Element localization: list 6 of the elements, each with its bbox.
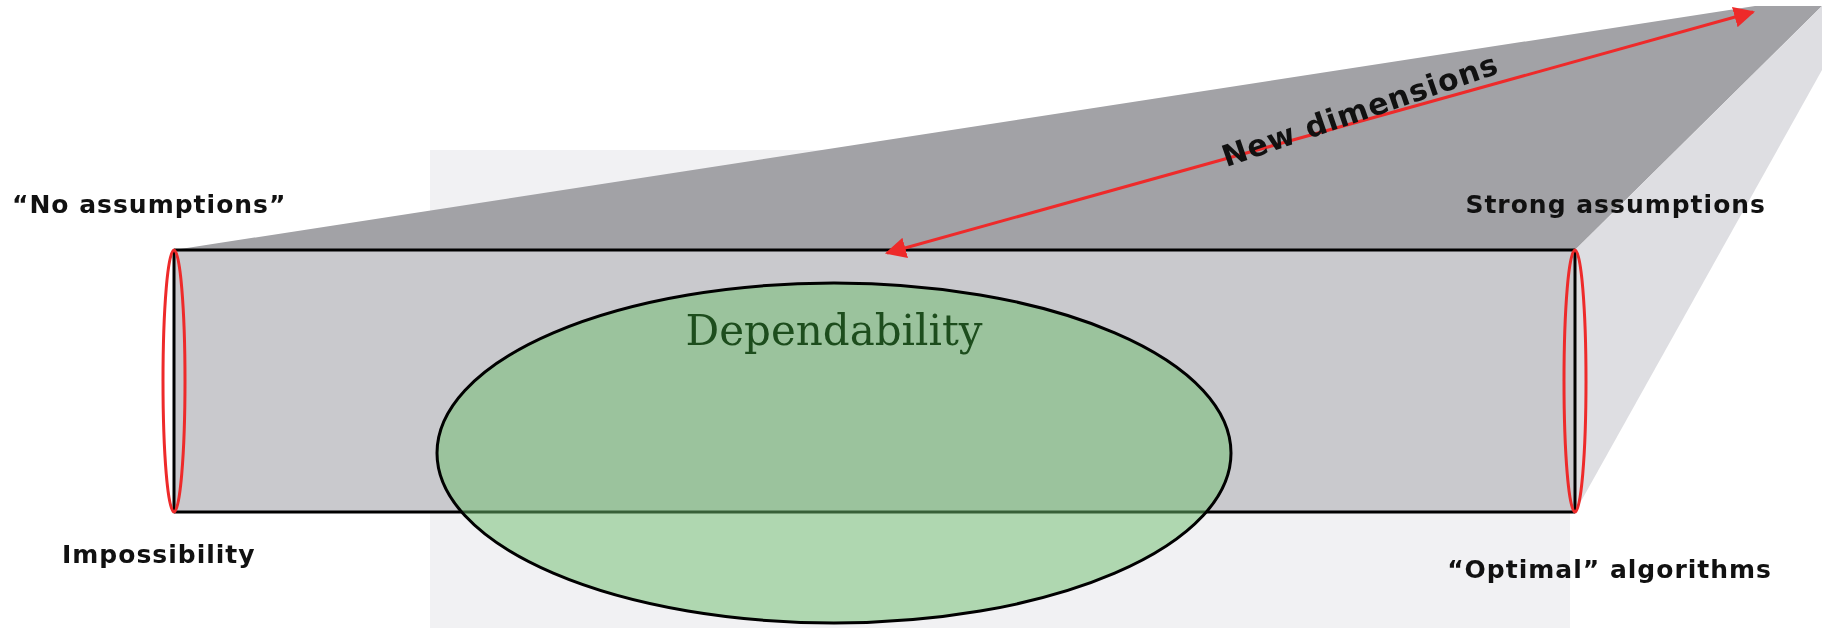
text-label: “No assumptions”: [12, 190, 287, 219]
text-label: “Optimal” algorithms: [1447, 555, 1772, 584]
ellipse-region: [435, 281, 1233, 625]
text-label: Impossibility: [62, 540, 256, 569]
region-label: Dependability: [684, 306, 984, 355]
text-label: Strong assumptions: [1465, 190, 1766, 219]
